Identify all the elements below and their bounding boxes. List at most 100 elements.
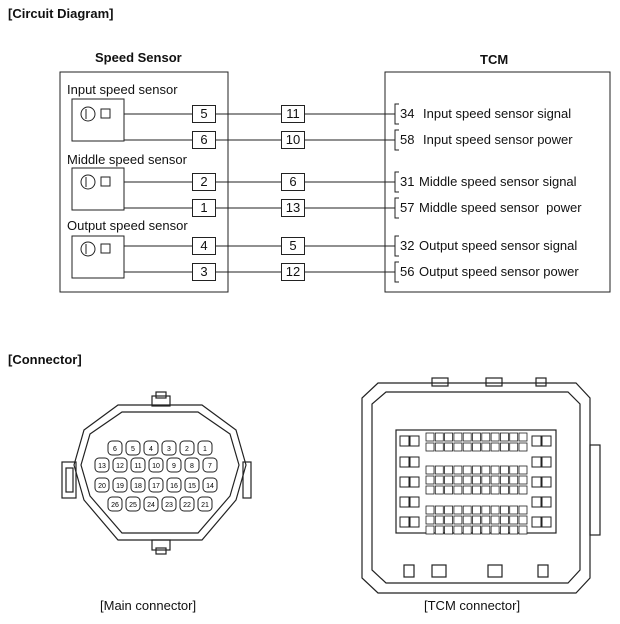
tcm-connector-caption: [TCM connector] <box>424 598 521 613</box>
tcm-connector-cavity <box>509 505 519 515</box>
main-connector-pin <box>184 477 200 493</box>
tcm-connector-cavity <box>462 505 472 515</box>
input-speed-sensor-symbol <box>71 98 125 142</box>
main-connector-pin <box>112 457 128 473</box>
tcm-connector-cavity <box>541 516 552 528</box>
main-connector-pin <box>130 477 146 493</box>
tcm-connector-cavity <box>453 485 463 495</box>
tcm-connector-cavity <box>462 465 472 475</box>
main-connector-pin-number: 2 <box>185 446 189 453</box>
tcm-connector-cavity <box>509 485 519 495</box>
tcm-pin-number: 31 <box>400 174 415 189</box>
tcm-connector-cavity <box>481 525 491 535</box>
speed-sensor-heading: Speed Sensor <box>95 50 182 65</box>
tcm-connector-cavity <box>531 476 542 488</box>
main-connector-pin <box>184 457 200 473</box>
intermediate-pin: 11 <box>281 105 305 123</box>
tcm-connector-cavity <box>481 475 491 485</box>
tcm-connector-cavity <box>462 432 472 442</box>
tcm-connector-cavity <box>409 516 420 528</box>
main-connector-pin <box>125 440 141 456</box>
tcm-connector-cavity <box>444 525 454 535</box>
main-connector-pin <box>148 457 164 473</box>
tcm-connector-cavity <box>453 475 463 485</box>
main-connector-pin <box>161 440 177 456</box>
main-connector-pin <box>202 457 218 473</box>
tcm-connector-cavity <box>444 442 454 452</box>
tcm-signal-label: Output speed sensor power <box>419 264 579 279</box>
middle-speed-sensor-label: Middle speed sensor <box>67 152 187 167</box>
main-connector-pin <box>107 440 123 456</box>
tcm-connector-cavity <box>499 505 509 515</box>
main-connector-pin-number: 25 <box>129 502 137 509</box>
tcm-connector-cavity <box>434 442 444 452</box>
tcm-connector-cavity <box>434 505 444 515</box>
sensor-pin: 1 <box>192 199 216 217</box>
tcm-connector-cavity <box>472 525 481 535</box>
main-connector-pin-number: 11 <box>134 463 141 470</box>
tcm-pin-number: 58 <box>400 132 415 147</box>
intermediate-pin: 10 <box>281 131 305 149</box>
tcm-connector-cavity <box>434 515 444 525</box>
tcm-connector-cavity <box>444 465 454 475</box>
tcm-connector-cavity <box>425 485 435 495</box>
connector-title: [Connector] <box>8 352 82 367</box>
tcm-connector-cavity <box>472 432 481 442</box>
tcm-connector-cavity <box>481 465 491 475</box>
tcm-signal-label: Output speed sensor signal <box>419 238 578 253</box>
main-connector-pin <box>197 440 213 456</box>
intermediate-pin: 12 <box>281 263 305 281</box>
tcm-connector-cavity <box>462 442 472 452</box>
tcm-connector-cavity <box>481 442 491 452</box>
tcm-connector-cavity <box>490 465 500 475</box>
main-connector-pin-number: 16 <box>170 483 178 490</box>
main-connector-pin <box>166 477 182 493</box>
main-connector-pin-number: 8 <box>190 463 194 470</box>
tcm-signal-label: Middle speed sensor power <box>419 200 582 215</box>
tcm-connector-cavity <box>499 442 509 452</box>
tcm-connector-cavity <box>472 485 481 495</box>
main-connector-pin-number: 17 <box>152 483 160 490</box>
tcm-pin-number: 56 <box>400 264 415 279</box>
main-connector-pin-number: 15 <box>188 483 196 490</box>
tcm-connector-cavity <box>425 465 435 475</box>
tcm-connector-cavity <box>541 456 552 468</box>
tcm-connector-cavity <box>499 515 509 525</box>
tcm-connector-cavity <box>444 485 454 495</box>
tcm-signal-label: Input speed sensor power <box>423 132 573 147</box>
tcm-connector-cavity <box>481 485 491 495</box>
tcm-connector-cavity <box>444 475 454 485</box>
tcm-connector-cavity <box>409 476 420 488</box>
main-connector-pin <box>125 496 141 512</box>
tcm-connector-cavity <box>434 525 444 535</box>
tcm-connector-pin-grid <box>399 432 552 535</box>
main-connector-pin-number: 6 <box>113 446 117 453</box>
tcm-heading: TCM <box>480 52 509 67</box>
tcm-connector-cavity <box>399 496 410 508</box>
tcm-connector-cavity <box>472 515 481 525</box>
tcm-connector-cavity <box>531 516 542 528</box>
tcm-connector-cavity <box>462 475 472 485</box>
tcm-connector-cavity <box>434 485 444 495</box>
tcm-connector-cavity <box>409 435 420 447</box>
output-speed-sensor-label: Output speed sensor <box>67 218 188 233</box>
tcm-connector-cavity <box>462 525 472 535</box>
main-connector-pin <box>130 457 146 473</box>
main-connector-pin-number: 18 <box>134 483 142 490</box>
sensor-pin: 4 <box>192 237 216 255</box>
tcm-connector-cavity <box>518 432 528 442</box>
main-connector-pin <box>112 477 128 493</box>
sensor-pin: 5 <box>192 105 216 123</box>
main-connector-caption: [Main connector] <box>100 598 197 613</box>
main-connector-pin-number: 24 <box>147 502 155 509</box>
tcm-connector-cavity <box>490 475 500 485</box>
tcm-connector-cavity <box>541 476 552 488</box>
main-connector-pin <box>197 496 213 512</box>
tcm-connector-cavity <box>541 496 552 508</box>
main-connector-pin-number: 23 <box>165 502 173 509</box>
tcm-connector-cavity <box>490 432 500 442</box>
tcm-connector-cavity <box>425 475 435 485</box>
tcm-connector-cavity <box>462 485 472 495</box>
